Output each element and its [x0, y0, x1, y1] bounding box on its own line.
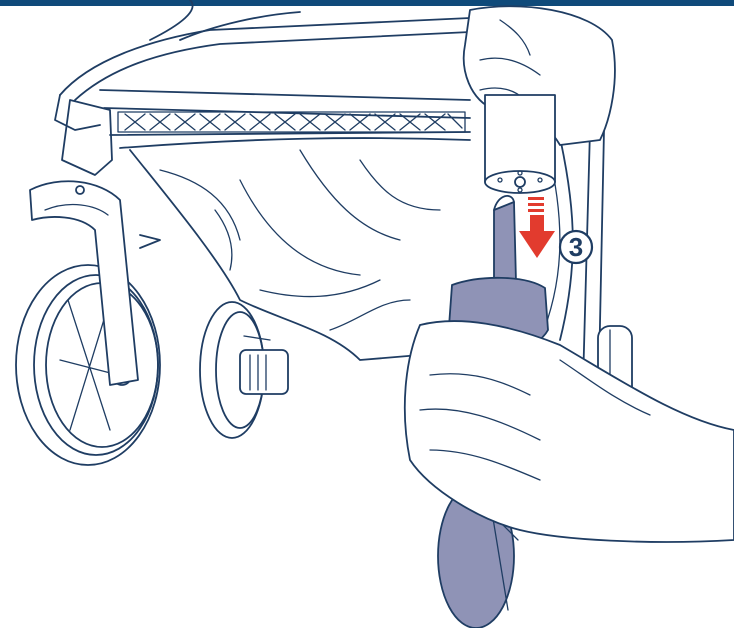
front-wheel	[16, 265, 160, 465]
wheel-socket	[485, 95, 555, 193]
step-number: 3	[569, 232, 583, 262]
frame-lattice	[118, 112, 465, 132]
wheel-pin	[494, 196, 516, 286]
down-arrow-icon	[519, 197, 555, 258]
middle-wheel	[200, 302, 288, 438]
seat-fabric	[130, 150, 440, 360]
stroller-frame	[55, 0, 470, 175]
circled-number-icon: 3	[560, 231, 592, 263]
